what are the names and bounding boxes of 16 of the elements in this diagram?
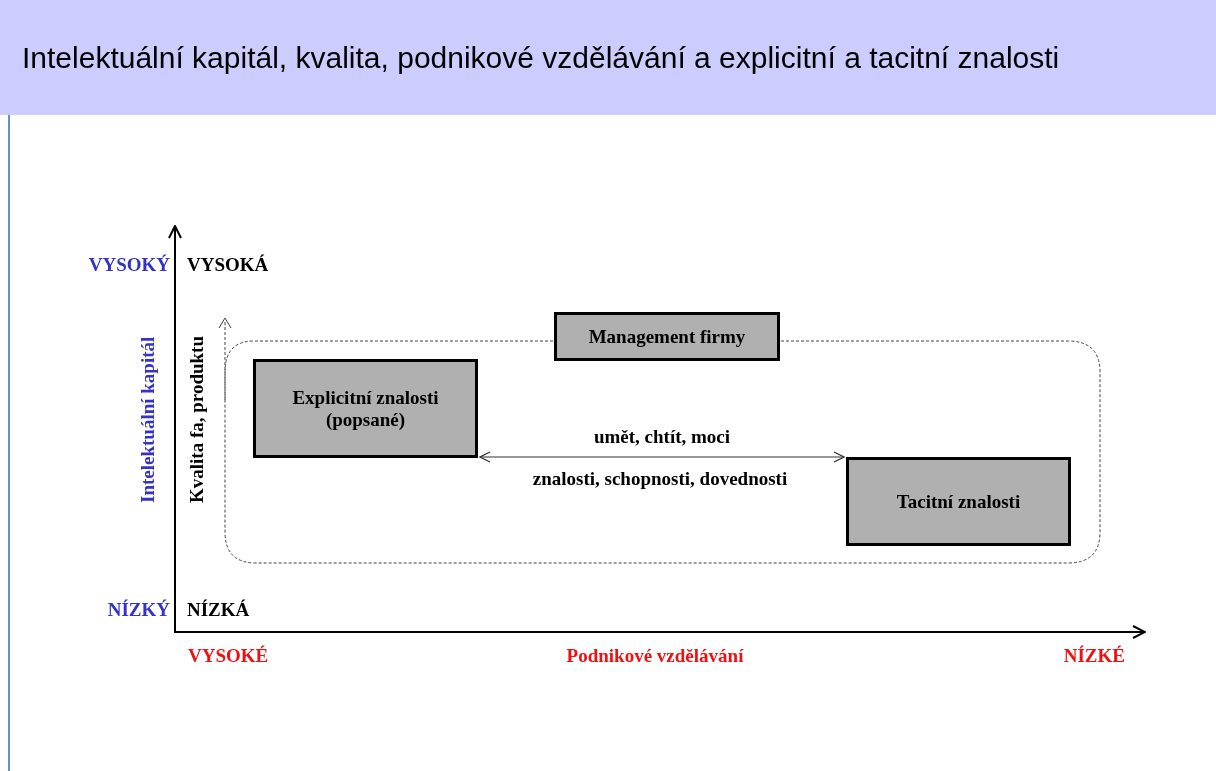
axis-value-label: NÍZKÁ xyxy=(187,599,250,621)
axis-title: Podnikové vzdělávání xyxy=(565,645,745,667)
axis-value-label: VYSOKÁ xyxy=(187,254,269,276)
concept-box: Explicitní znalosti (popsané) xyxy=(253,359,478,458)
axis-value-label: NÍZKÉ xyxy=(1063,645,1125,667)
double-arrow xyxy=(479,451,845,463)
axis-value-label: VYSOKÉ xyxy=(188,645,269,667)
axis-value-label: VYSOKÝ xyxy=(88,254,170,276)
axis-title: Intelektuální kapitál xyxy=(137,335,159,506)
axis-title: Kvalita fa, produktu xyxy=(186,335,208,506)
concept-box: Management firmy xyxy=(554,312,780,361)
slide-title: Intelektuální kapitál, kvalita, podnikové vzdělávání a explicitní a tacitní znalosti xyxy=(0,0,1216,115)
edge-label: umět, chtít, moci xyxy=(592,426,732,448)
axis-value-label: NÍZKÝ xyxy=(107,599,170,621)
caption-text: znalosti, schopnosti, dovednosti xyxy=(531,468,789,490)
concept-box: Tacitní znalosti xyxy=(846,457,1071,546)
